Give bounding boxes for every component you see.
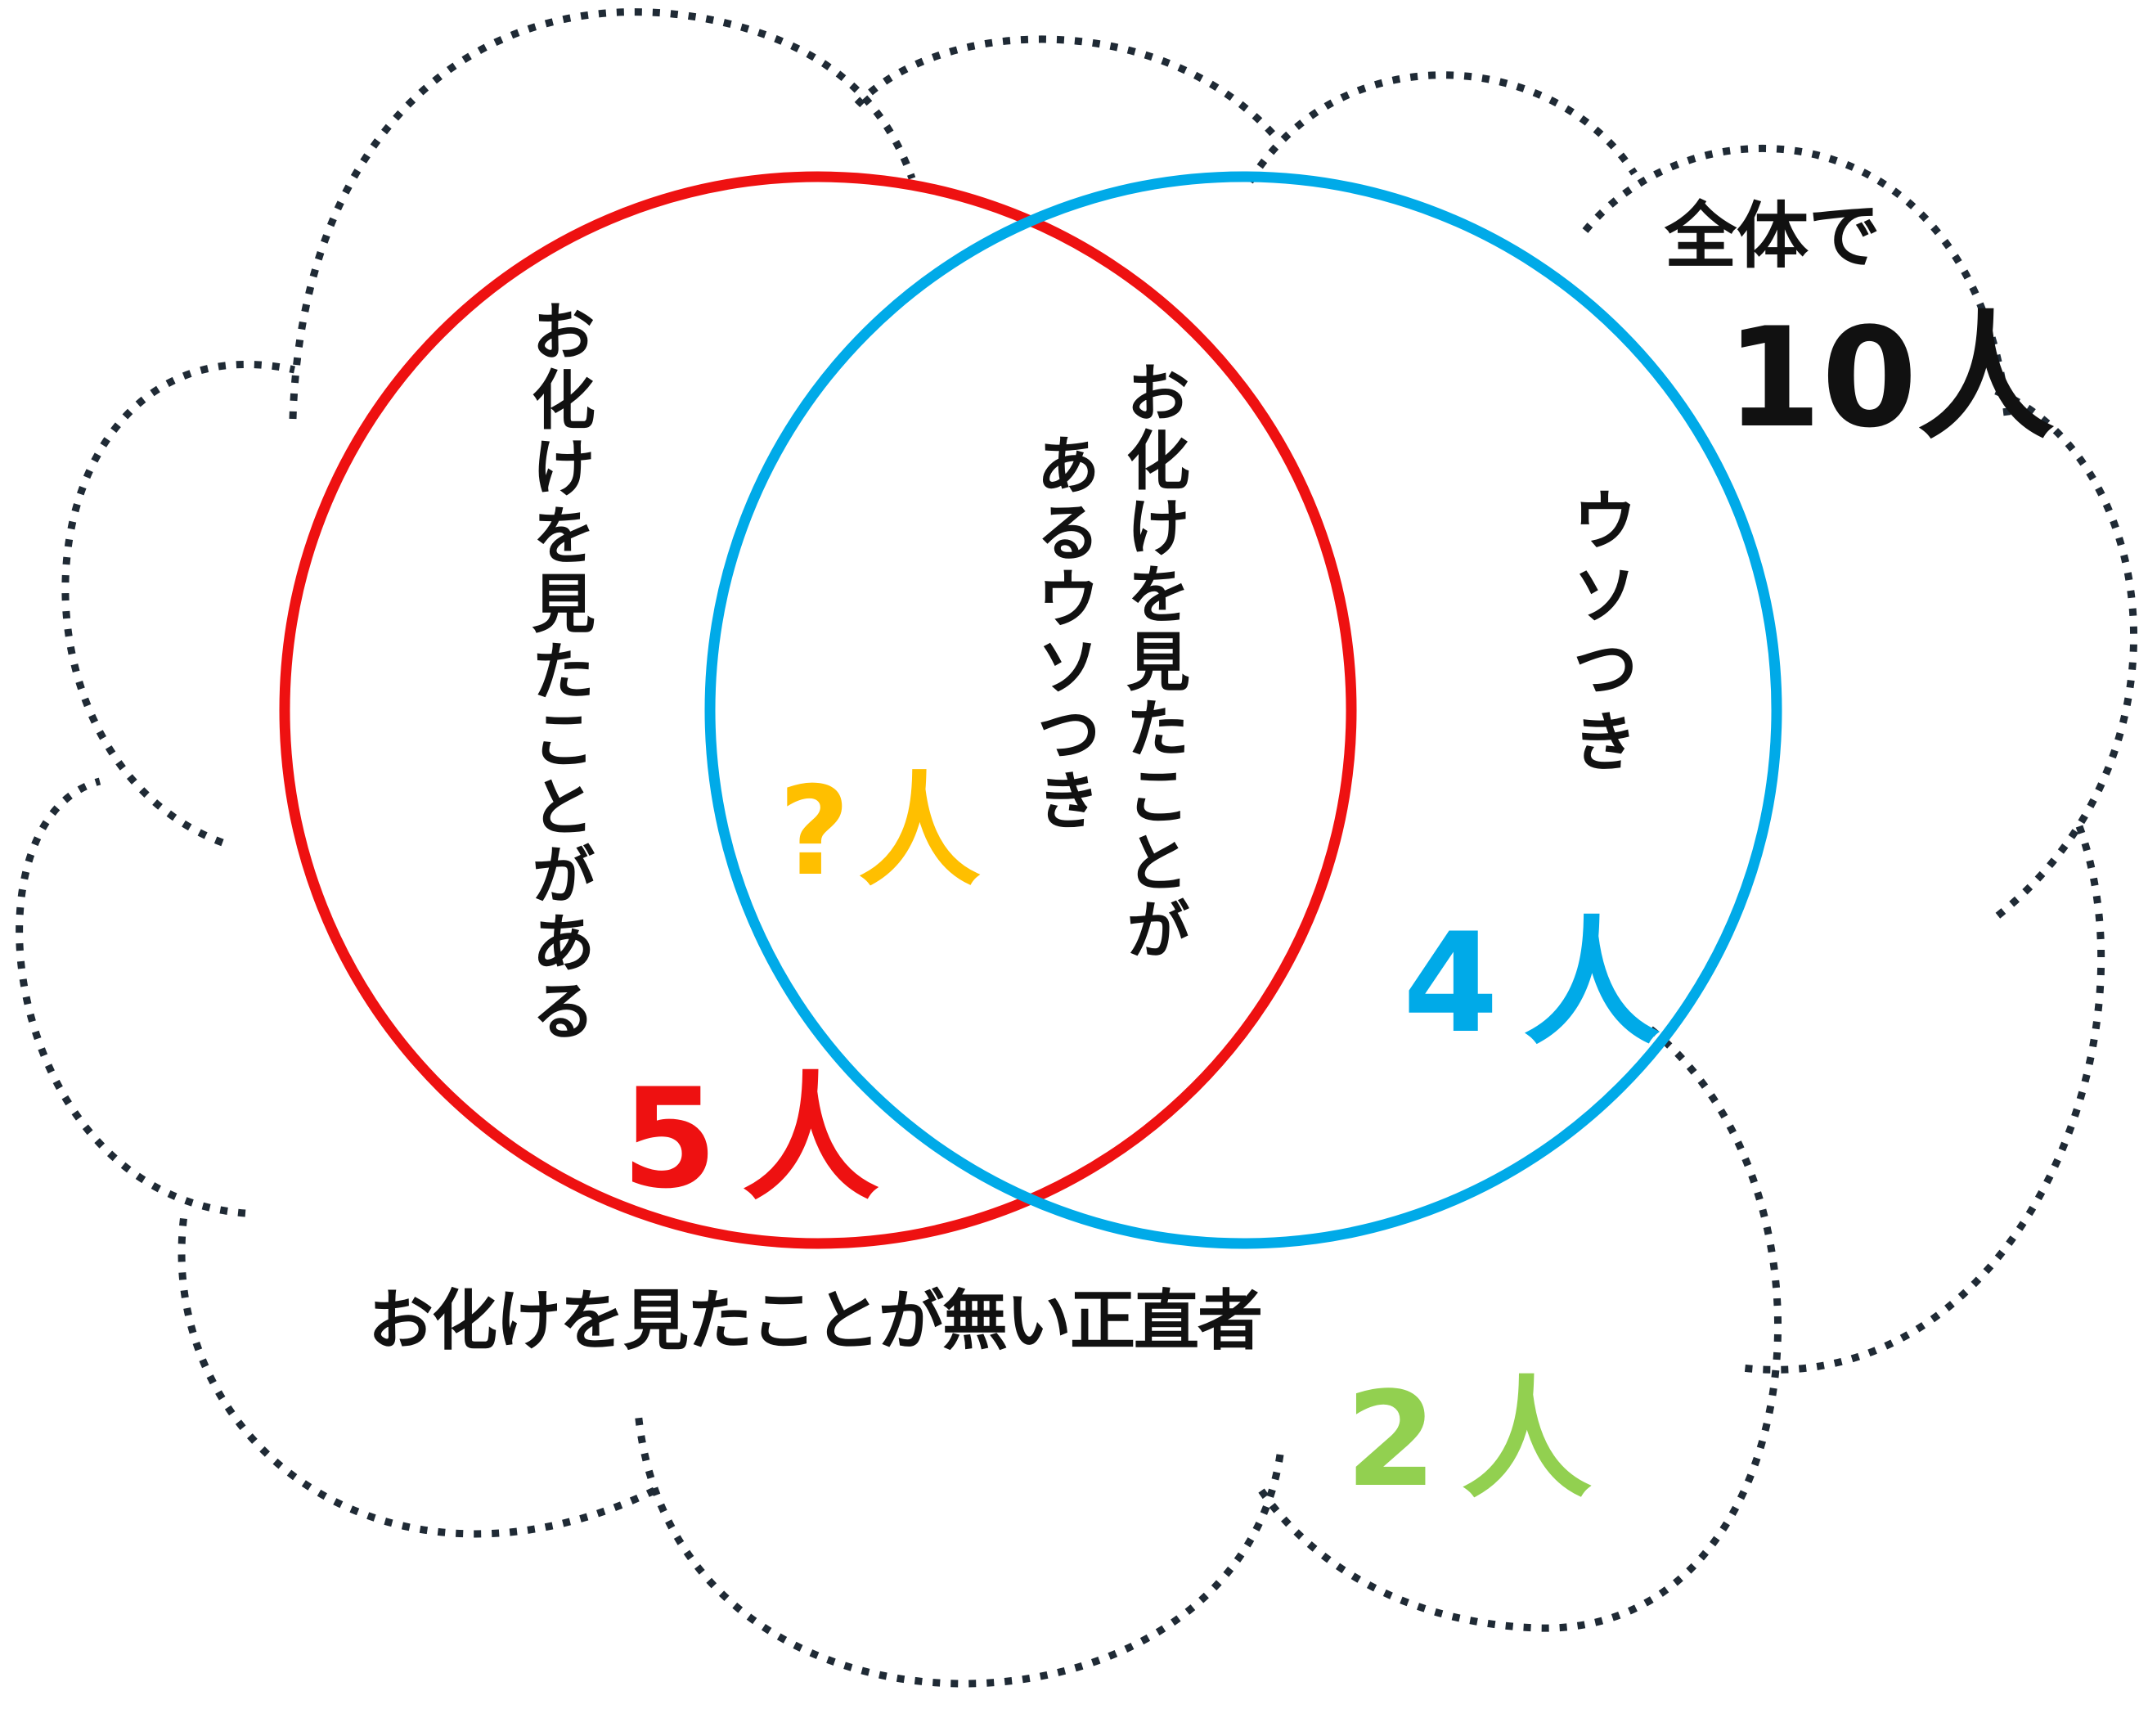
- outside-count: 2人: [1346, 1363, 1617, 1516]
- liar-count: 4人: [1403, 903, 1685, 1064]
- intersection-count: ?人: [779, 761, 990, 903]
- cloud-arc-top-center: [854, 35, 1279, 140]
- cloud-arc-bottom-left: [178, 1214, 656, 1538]
- intersection-label-line-1: お化けを見たことが: [1116, 360, 1189, 964]
- saw-ghost-label: お化けを見たことがある: [521, 299, 595, 1046]
- cloud-arc-bottom: [634, 1410, 1284, 1688]
- cloud-arc-left-upper: [61, 360, 295, 847]
- total-label: 全体で: [1665, 194, 1881, 278]
- circle-saw-ghost: [279, 171, 1357, 1249]
- cloud-arc-top-left: [289, 8, 916, 420]
- cloud-arc-bottom-right: [1258, 1026, 1782, 1632]
- intersection-label-line-2: あるウソつき: [1026, 432, 1099, 834]
- circle-liar: [704, 171, 1782, 1249]
- total-count: 10人: [1726, 298, 2055, 458]
- outside-label: お化けを見たことが無い正直者: [368, 1283, 1263, 1359]
- cloud-arc-right-top: [1582, 145, 2012, 425]
- cloud-arc-right-upper: [1989, 387, 2137, 924]
- cloud-arc-top-right: [1247, 71, 1638, 184]
- liar-label: ウソつき: [1562, 487, 1638, 781]
- cloud-arc-right-lower: [1741, 825, 2105, 1374]
- cloud-outline: [16, 8, 2137, 1688]
- cloud-arc-left-lower: [16, 777, 246, 1217]
- saw-ghost-count: 5人: [622, 1059, 904, 1219]
